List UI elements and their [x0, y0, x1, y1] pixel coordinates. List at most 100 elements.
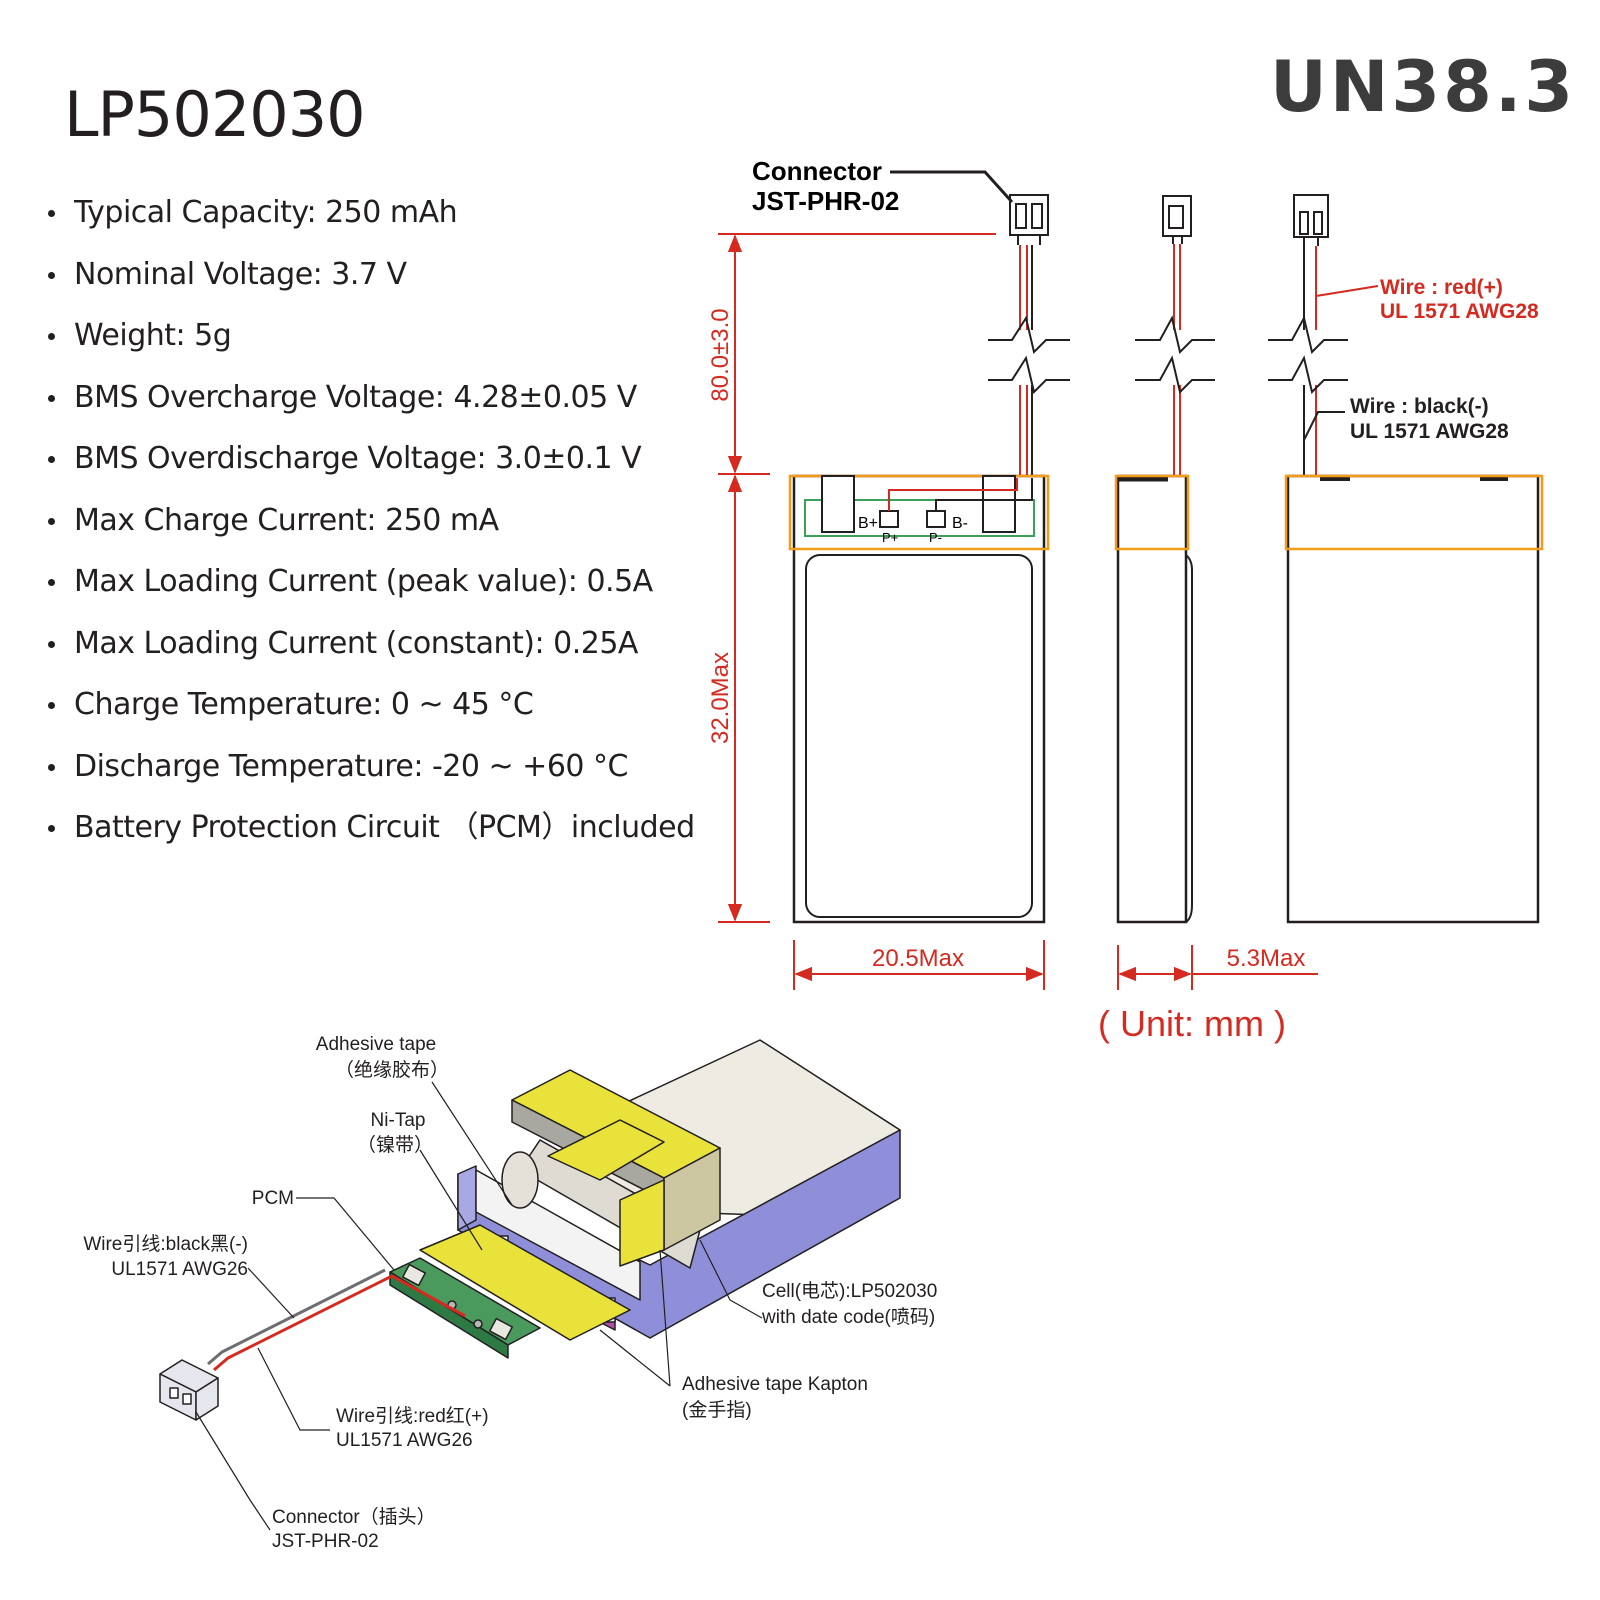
black-wire-3d	[207, 1268, 386, 1366]
bullet-icon	[48, 333, 55, 340]
cell-date-code-label: with date code(喷码)	[761, 1306, 935, 1328]
pouch-side-edge	[1185, 554, 1193, 923]
side-view	[1114, 195, 1215, 924]
break-symbol	[988, 315, 1070, 354]
front-view: Connector JST-PHR-02	[752, 156, 1070, 924]
adhesive-tape-inner	[547, 1119, 665, 1181]
wire-red-spec-label: UL 1571 AWG28	[1380, 300, 1539, 323]
spec-item: Max Loading Current (constant): 0.25A	[48, 619, 695, 681]
pcm-zone-highlight	[788, 474, 1050, 551]
spec-item: Typical Capacity: 250 mAh	[48, 188, 695, 250]
break-symbol	[1268, 355, 1348, 394]
spec-item: Battery Protection Circuit （PCM）included	[48, 803, 695, 865]
bullet-icon	[48, 517, 55, 525]
dim-width-label: 20.5Max	[872, 945, 964, 972]
bullet-icon	[48, 579, 55, 586]
pcb-label-bminus: B-	[952, 515, 968, 532]
spec-text: Discharge Temperature: -20 ~ +60 °C	[74, 748, 628, 784]
adhesive-tape-cn-label: （绝缘胶布）	[335, 1059, 449, 1081]
pcm-zone-highlight	[1114, 474, 1190, 551]
spec-text: BMS Overcharge Voltage: 4.28±0.05 V	[74, 379, 637, 415]
bullet-icon	[48, 394, 55, 402]
spec-item: Charge Temperature: 0 ~ 45 °C	[48, 680, 695, 742]
battery-back-outline	[1286, 474, 1540, 924]
break-symbol	[1135, 355, 1215, 394]
bullet-icon	[48, 825, 55, 832]
wire-black-spec-label: UL 1571 AWG28	[1350, 420, 1509, 443]
cell-body-end	[501, 1151, 539, 1209]
wire-red-3d-label: Wire引线:red红(+)	[336, 1405, 489, 1427]
spec-text: Charge Temperature: 0 ~ 45 °C	[74, 687, 534, 722]
connector-model-label: JST-PHR-02	[752, 186, 899, 216]
break-symbol	[1135, 315, 1215, 354]
nickel-tab-left	[821, 475, 855, 533]
spec-item: Weight: 5g	[48, 311, 695, 373]
back-view	[1268, 194, 1544, 924]
pcm-board-edge	[389, 1271, 509, 1359]
spec-item: Max Loading Current (peak value): 0.5A	[48, 557, 695, 619]
wire-red-3d-spec-label: UL1571 AWG26	[336, 1430, 473, 1451]
kapton-cn-label: (金手指)	[682, 1399, 752, 1421]
red-wire-3d	[213, 1274, 393, 1372]
connector-3d-model-label: JST-PHR-02	[272, 1531, 379, 1552]
dimension-lines	[718, 233, 1318, 990]
spec-text: Battery Protection Circuit （PCM）included	[74, 810, 695, 845]
cell-side-edge	[457, 1165, 477, 1231]
connector-3d-icon	[159, 1359, 219, 1421]
callout-leaders	[195, 1081, 763, 1531]
spec-text: Max Loading Current (constant): 0.25A	[74, 625, 638, 661]
ni-tap-label: Ni-Tap	[371, 1110, 426, 1131]
break-symbol	[1268, 315, 1348, 354]
solder-point	[473, 1319, 483, 1329]
spec-item: Max Charge Current: 250 mA	[48, 496, 695, 558]
adhesive-tape-lower	[619, 1179, 665, 1267]
connector-leader-line	[890, 170, 1014, 204]
wire-red-label: Wire : red(+)	[1380, 276, 1503, 299]
pcb-label-pminus: P-	[929, 530, 942, 545]
product-title: LP502030	[64, 78, 366, 151]
red-wire-leader	[1315, 285, 1379, 297]
spec-text: Weight: 5g	[74, 318, 232, 353]
spec-text: Typical Capacity: 250 mAh	[74, 195, 458, 230]
exploded-labels: Adhesive tape （绝缘胶布） Ni-Tap （镍带） PCM Wir…	[83, 1034, 937, 1552]
bullet-icon	[48, 763, 55, 771]
spec-item: Nominal Voltage: 3.7 V	[48, 250, 695, 312]
black-wire-trace	[935, 478, 1033, 511]
dim-thickness-label: 5.3Max	[1227, 945, 1306, 972]
wire-black-3d-label: Wire引线:black黑(-)	[83, 1233, 248, 1255]
red-wire-3d-inner	[391, 1274, 466, 1318]
spec-text: Max Loading Current (peak value): 0.5A	[74, 564, 653, 599]
cell-pouch-outline	[805, 554, 1033, 918]
kapton-label: Adhesive tape Kapton	[682, 1374, 868, 1395]
kapton-tape	[419, 1224, 631, 1341]
connector-side-icon	[1162, 195, 1192, 244]
pcb-label-pplus: P+	[882, 530, 898, 545]
certification-badge: UN38.3	[1270, 46, 1577, 128]
bullet-icon	[48, 640, 55, 648]
spec-item: Discharge Temperature: -20 ~ +60 °C	[48, 742, 695, 804]
connector-3d-label: Connector（插头）	[272, 1506, 436, 1528]
bullet-icon	[48, 271, 55, 279]
pcm-pad	[402, 1263, 426, 1287]
spec-text: BMS Overdischarge Voltage: 3.0±0.1 V	[74, 441, 642, 476]
wire-black-3d-spec-label: UL1571 AWG26	[111, 1259, 248, 1280]
spec-text: Nominal Voltage: 3.7 V	[74, 256, 407, 292]
bullet-icon	[48, 456, 55, 463]
pcm-zone-highlight	[1284, 474, 1544, 551]
black-wire-leader	[1303, 411, 1345, 441]
bullet-icon	[48, 210, 55, 217]
break-symbol	[988, 355, 1070, 394]
unit-label: ( Unit: mm )	[1098, 1003, 1286, 1044]
pcm-label: PCM	[252, 1188, 294, 1209]
bullet-icon	[48, 702, 55, 709]
spec-list: Typical Capacity: 250 mAh Nominal Voltag…	[48, 188, 695, 865]
dim-height-label: 32.0Max	[707, 652, 734, 744]
adhesive-tape-label: Adhesive tape	[316, 1034, 436, 1055]
wire-black-label: Wire : black(-)	[1350, 395, 1489, 418]
wire-pair	[1019, 245, 1033, 478]
spec-text: Max Charge Current: 250 mA	[74, 502, 499, 538]
ni-tap-cn-label: （镍带）	[357, 1134, 433, 1156]
battery-side-outline	[1116, 474, 1188, 924]
spec-item: BMS Overcharge Voltage: 4.28±0.05 V	[48, 373, 695, 435]
